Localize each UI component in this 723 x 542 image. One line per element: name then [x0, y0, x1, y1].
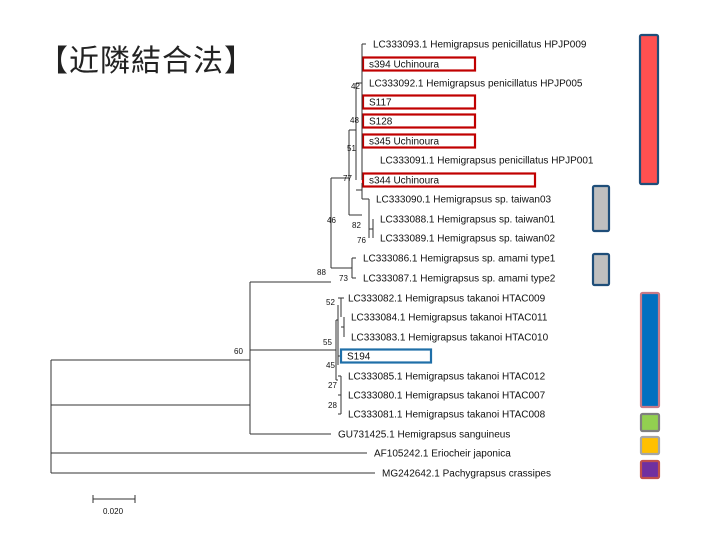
leaf-label: s344 Uchinoura: [369, 176, 439, 187]
bootstrap-value: 28: [328, 401, 337, 410]
leaf-label: s345 Uchinoura: [369, 137, 439, 148]
page-title: 【近隣結合法】: [38, 44, 255, 79]
clade-bar-taiwan: [591, 184, 611, 233]
leaf-highlight-box: [361, 172, 537, 188]
leaf-highlight-box: [361, 56, 477, 72]
leaf-label: GU731425.1 Hemigrapsus sanguineus: [338, 430, 510, 441]
leaf-label: S117: [369, 98, 392, 109]
leaf-label: LC333081.1 Hemigrapsus takanoi HTAC008: [348, 410, 546, 421]
clade-bar-amami: [591, 252, 611, 287]
clade-bar-sanguineus: [639, 412, 661, 433]
leaf-label: LC333083.1 Hemigrapsus takanoi HTAC010: [351, 333, 549, 344]
clade-bar-crassipes: [639, 459, 661, 480]
leaf-highlight-box: [361, 94, 477, 110]
bootstrap-value: 76: [357, 236, 366, 245]
bootstrap-value: 77: [343, 174, 352, 183]
leaf-label: LC333091.1 Hemigrapsus penicillatus HPJP…: [380, 156, 594, 167]
leaf-label: LC333089.1 Hemigrapsus sp. taiwan02: [380, 234, 556, 245]
leaf-label: LC333085.1 Hemigrapsus takanoi HTAC012: [348, 372, 546, 383]
leaf-highlight-box: [339, 348, 433, 364]
clade-bar-takanoi: [639, 291, 661, 409]
scale-bar-label: 0.020: [103, 507, 124, 516]
bootstrap-value: 45: [326, 361, 335, 370]
bootstrap-value: 51: [347, 144, 356, 153]
leaf-label: LC333092.1 Hemigrapsus penicillatus HPJP…: [369, 79, 583, 90]
leaf-label: LC333093.1 Hemigrapsus penicillatus HPJP…: [373, 40, 587, 51]
bootstrap-value: 82: [352, 221, 361, 230]
leaf-label: s394 Uchinoura: [369, 60, 439, 71]
bootstrap-value: 60: [234, 347, 243, 356]
leaf-label: AF105242.1 Eriocheir japonica: [374, 449, 511, 460]
bootstrap-value: 55: [323, 338, 332, 347]
leaf-label: LC333087.1 Hemigrapsus sp. amami type2: [363, 274, 556, 285]
leaf-label: LC333080.1 Hemigrapsus takanoi HTAC007: [348, 391, 546, 402]
clade-bar-japonica: [639, 435, 661, 456]
leaf-label: LC333084.1 Hemigrapsus takanoi HTAC011: [351, 313, 548, 324]
bootstrap-value: 88: [317, 268, 326, 277]
clade-bar-penicillatus: [638, 33, 660, 186]
leaf-label: S128: [369, 117, 393, 128]
leaf-label: S194: [347, 352, 371, 363]
leaf-label: MG242642.1 Pachygrapsus crassipes: [382, 469, 551, 480]
leaf-label: LC333082.1 Hemigrapsus takanoi HTAC009: [348, 294, 546, 305]
bootstrap-value: 73: [339, 274, 348, 283]
leaf-label: LC333086.1 Hemigrapsus sp. amami type1: [363, 254, 556, 265]
bootstrap-value: 48: [350, 116, 359, 125]
bootstrap-value: 42: [351, 82, 360, 91]
leaf-label: LC333090.1 Hemigrapsus sp. taiwan03: [376, 195, 552, 206]
leaf-highlight-box: [361, 133, 477, 149]
bootstrap-value: 52: [326, 298, 335, 307]
bootstrap-value: 46: [327, 216, 336, 225]
leaf-highlight-box: [361, 113, 477, 129]
bootstrap-value: 27: [328, 381, 337, 390]
leaf-label: LC333088.1 Hemigrapsus sp. taiwan01: [380, 215, 556, 226]
